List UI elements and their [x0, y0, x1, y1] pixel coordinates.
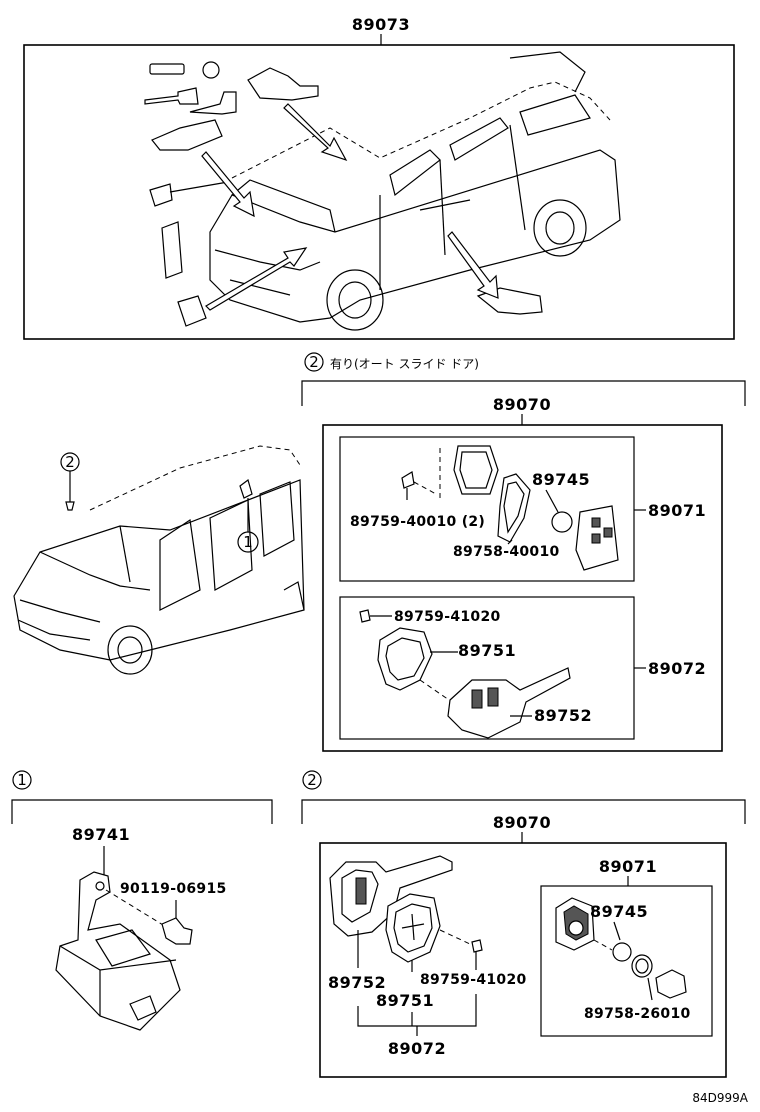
br-assembly-label: 89070	[493, 813, 551, 832]
svg-text:2: 2	[309, 353, 319, 371]
br-p2-label: 89758-26010	[584, 1006, 691, 1022]
door-lock-cylinder-icon	[247, 67, 319, 101]
mid-sub2-label: 89072	[648, 659, 706, 678]
br-subframe-1	[540, 885, 713, 1037]
br-p3-label: 89752	[328, 973, 386, 992]
mid-subframe-1	[339, 436, 635, 582]
cover-icon	[655, 969, 687, 999]
bl-bracket	[11, 799, 273, 824]
mid-p2-label: 89759-40010 (2)	[350, 514, 485, 530]
br-bracket	[301, 799, 746, 824]
key-blank-icon	[149, 63, 185, 75]
screw-icon	[359, 609, 371, 623]
key-icon	[144, 87, 199, 105]
diagram-code: 84D999A	[692, 1091, 748, 1105]
key-head-icon	[329, 855, 453, 937]
bolt-icon	[161, 917, 193, 945]
top-frame	[23, 44, 735, 340]
marker-1	[237, 531, 259, 553]
top-section: 89073	[23, 15, 735, 340]
mid-p3-label: 89758-40010	[453, 544, 560, 560]
marker-1	[12, 770, 32, 790]
br-sub1-label: 89071	[599, 857, 657, 876]
battery-icon	[612, 942, 632, 962]
svg-text:1: 1	[243, 533, 253, 551]
van-illustration-top	[209, 51, 621, 331]
br-p1-label: 89745	[590, 902, 648, 921]
mid-assembly-label: 89070	[493, 395, 551, 414]
mid-frame	[322, 424, 723, 752]
br-sub2-label: 89072	[388, 1039, 446, 1058]
bottom-right-section: 2 89070 89752 89759-41020 89751 89072 89…	[301, 770, 746, 1078]
mid-p1-label: 89745	[532, 470, 590, 489]
screw-icon	[471, 939, 483, 953]
leader-arrows-top	[201, 103, 499, 311]
bottom-left-section: 1 89741 90119-06915	[11, 770, 273, 1031]
sensor-icon	[239, 478, 253, 499]
gasket-icon	[497, 473, 531, 543]
battery-icon	[551, 511, 573, 533]
control-module-icon	[55, 871, 181, 1031]
mid-bracket	[301, 380, 746, 406]
switch-icon	[177, 295, 207, 327]
marker-2	[304, 352, 324, 372]
br-p4-label: 89759-41020	[420, 972, 527, 988]
o-ring-icon	[631, 954, 653, 978]
marker-2	[302, 770, 322, 790]
top-assembly-label: 89073	[352, 15, 410, 34]
mid-p4-label: 89759-41020	[394, 609, 501, 625]
svg-text:1: 1	[17, 771, 27, 789]
screw-icon	[401, 471, 415, 489]
o-ring-icon	[202, 61, 220, 79]
key-parts-top	[144, 61, 543, 327]
svg-text:2: 2	[65, 453, 75, 471]
br-p5-label: 89751	[376, 991, 434, 1010]
lock-cylinder-icon	[151, 119, 223, 151]
vehicle-left: 2 1	[13, 445, 305, 675]
key-head-icon	[149, 183, 173, 207]
mid-note: 有り(オート スライド ドア)	[330, 357, 479, 371]
mid-p5-label: 89751	[458, 641, 516, 660]
br-frame	[319, 842, 727, 1078]
bl-p1-label: 89741	[72, 825, 130, 844]
mid-p6-label: 89752	[534, 706, 592, 725]
remote-key-icon	[447, 667, 571, 739]
key-icon	[189, 91, 237, 115]
svg-text:2: 2	[307, 771, 317, 789]
key-plate-icon	[161, 221, 183, 279]
bl-p2-label: 90119-06915	[120, 881, 227, 897]
case-shell-icon	[453, 445, 499, 495]
mid-section: 2 有り(オート スライド ドア) 89070 89071 89745 8975…	[301, 352, 746, 752]
mid-sub1-label: 89071	[648, 501, 706, 520]
